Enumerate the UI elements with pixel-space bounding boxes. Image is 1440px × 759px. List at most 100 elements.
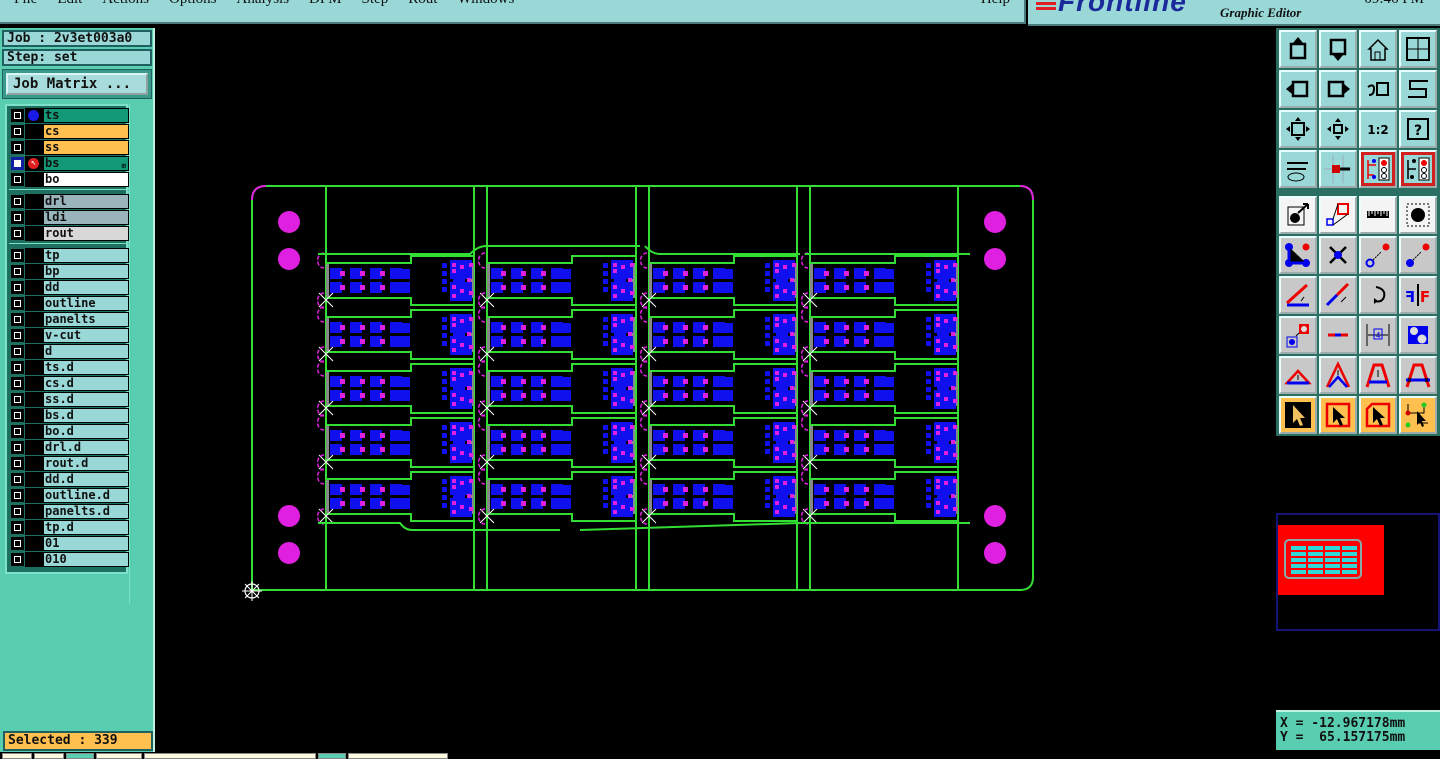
layer-checkbox[interactable]	[11, 521, 24, 534]
layer-row-panelts[interactable]: panelts	[9, 312, 129, 327]
layer-display-slot[interactable]	[25, 194, 43, 209]
layer-row-v-cut[interactable]: v-cut	[9, 328, 129, 343]
cutout-button[interactable]	[1399, 316, 1437, 354]
layer-list-scrollbar[interactable]	[129, 104, 154, 604]
layer-checkbox[interactable]	[11, 345, 24, 358]
layer-checkbox[interactable]	[11, 425, 24, 438]
layer-display-slot[interactable]	[25, 226, 43, 241]
layer-name[interactable]: rout	[43, 226, 129, 241]
layer-checkbox[interactable]	[11, 393, 24, 406]
taskbar-item[interactable]	[318, 753, 346, 759]
layer-row-outline[interactable]: outline	[9, 296, 129, 311]
layer-checkbox[interactable]	[11, 297, 24, 310]
layer-row-cs[interactable]: cs	[9, 124, 129, 139]
layer-checkbox[interactable]	[11, 361, 24, 374]
layer-checkbox[interactable]	[11, 125, 24, 138]
layer-row-ts[interactable]: ts	[9, 108, 129, 123]
layer-row-tp[interactable]: tp	[9, 248, 129, 263]
move-solid-button[interactable]	[1399, 236, 1437, 274]
angle-line-button[interactable]	[1279, 276, 1317, 314]
delete-node-button[interactable]	[1319, 236, 1357, 274]
layer-display-slot[interactable]	[25, 376, 43, 391]
layer-checkbox[interactable]	[11, 195, 24, 208]
layer-checkbox[interactable]	[11, 313, 24, 326]
layer-name[interactable]: cs.d	[43, 376, 129, 391]
layer-checkbox[interactable]	[11, 227, 24, 240]
layer-display-slot[interactable]	[25, 520, 43, 535]
layer-row-tp.d[interactable]: tp.d	[9, 520, 129, 535]
layer-row-bo[interactable]: bo	[9, 172, 129, 187]
layer-name[interactable]: outline	[43, 296, 129, 311]
layer-display-slot[interactable]	[25, 280, 43, 295]
layer-checkbox[interactable]	[11, 505, 24, 518]
layer-checkbox[interactable]	[11, 211, 24, 224]
layer-name[interactable]: v-cut	[43, 328, 129, 343]
layer-display-slot[interactable]: ↖	[25, 156, 43, 171]
layer-expand-icon[interactable]: ⊞	[121, 162, 126, 170]
menu-rout[interactable]: Rout	[408, 0, 437, 7]
pan-down-button[interactable]	[1319, 30, 1357, 68]
layer-display-slot[interactable]	[25, 552, 43, 567]
layer-row-drl[interactable]: drl	[9, 194, 129, 209]
help-button[interactable]: ?	[1399, 110, 1437, 148]
layer-checkbox[interactable]	[11, 473, 24, 486]
layer-checkbox[interactable]	[11, 281, 24, 294]
pan-right-button[interactable]	[1319, 70, 1357, 108]
panel-divider[interactable]	[153, 28, 155, 754]
layer-row-bo.d[interactable]: bo.d	[9, 424, 129, 439]
layer-display-slot[interactable]	[25, 210, 43, 225]
layer-name[interactable]: rout.d	[43, 456, 129, 471]
overview-viewport[interactable]	[1276, 513, 1440, 631]
layer-display-slot[interactable]	[25, 344, 43, 359]
layer-name[interactable]: outline.d	[43, 488, 129, 503]
layer-checkbox[interactable]	[11, 109, 24, 122]
pan-up-button[interactable]	[1279, 30, 1317, 68]
layer-name[interactable]: bo	[43, 172, 129, 187]
pad-snap-button[interactable]	[1319, 150, 1357, 188]
netlist-red-button[interactable]	[1359, 150, 1397, 188]
layer-name[interactable]: bs.d	[43, 408, 129, 423]
taskbar-item[interactable]	[96, 753, 142, 759]
pad-select-button[interactable]	[1399, 196, 1437, 234]
layer-row-rout[interactable]: rout	[9, 226, 129, 241]
layer-row-d[interactable]: d	[9, 344, 129, 359]
layer-name[interactable]: tp.d	[43, 520, 129, 535]
scale-1-2-button[interactable]: 1:2	[1359, 110, 1397, 148]
line-segment-button[interactable]	[1319, 316, 1357, 354]
select-box-button[interactable]	[1319, 396, 1357, 434]
layer-row-ts.d[interactable]: ts.d	[9, 360, 129, 375]
overview-map[interactable]	[1276, 436, 1440, 708]
layer-display-slot[interactable]	[25, 124, 43, 139]
layer-name[interactable]: bo.d	[43, 424, 129, 439]
layer-display-slot[interactable]	[25, 392, 43, 407]
select-polygon-button[interactable]	[1359, 396, 1397, 434]
tools-palette-button[interactable]	[1279, 150, 1317, 188]
menu-analysis[interactable]: Analysis	[237, 0, 290, 7]
layer-display-slot[interactable]	[25, 328, 43, 343]
layer-display-slot[interactable]	[25, 440, 43, 455]
window-zoom-button[interactable]	[1319, 196, 1357, 234]
arc-double-button[interactable]	[1319, 356, 1357, 394]
ruler-button[interactable]	[1359, 196, 1397, 234]
pcb-panel-drawing[interactable]	[157, 28, 1275, 752]
layer-row-outline.d[interactable]: outline.d	[9, 488, 129, 503]
layer-name[interactable]: bs⊞	[43, 156, 129, 171]
connect-nodes-button[interactable]	[1279, 236, 1317, 274]
layer-name[interactable]: ts.d	[43, 360, 129, 375]
layer-row-ldi[interactable]: ldi	[9, 210, 129, 225]
taskbar-item[interactable]	[66, 753, 94, 759]
home-button[interactable]	[1359, 30, 1397, 68]
layer-display-slot[interactable]	[25, 456, 43, 471]
layer-row-bs[interactable]: ↖bs⊞	[9, 156, 129, 171]
layer-checkbox[interactable]	[11, 173, 24, 186]
layer-display-slot[interactable]	[25, 472, 43, 487]
layer-name[interactable]: d	[43, 344, 129, 359]
menu-step[interactable]: Step	[362, 0, 389, 7]
layer-checkbox[interactable]	[11, 265, 24, 278]
arc-small-button[interactable]	[1279, 356, 1317, 394]
layer-display-slot[interactable]	[25, 264, 43, 279]
layer-display-slot[interactable]	[25, 504, 43, 519]
select-pointer-button[interactable]	[1279, 396, 1317, 434]
layer-checkbox[interactable]	[11, 489, 24, 502]
rotate-button[interactable]	[1359, 276, 1397, 314]
